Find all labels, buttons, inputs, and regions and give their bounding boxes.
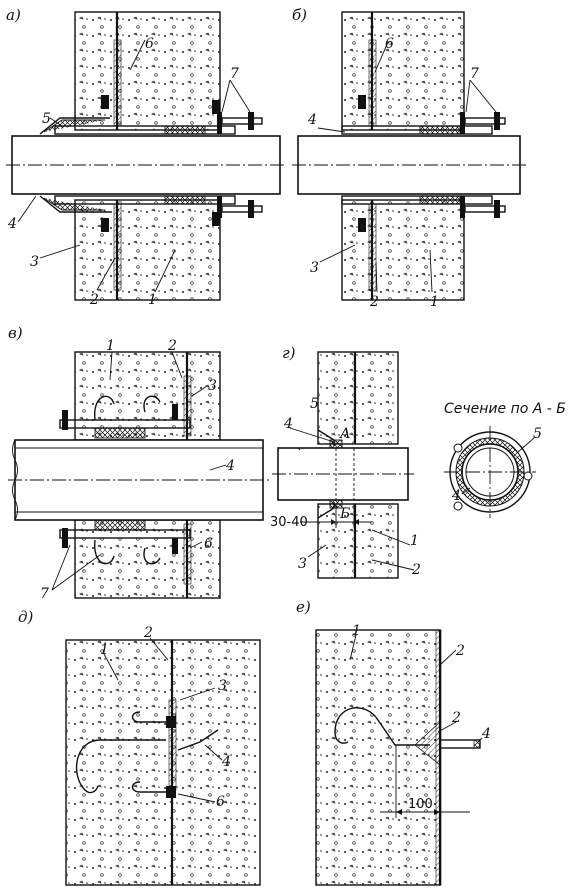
panel-b-label-6: 6 — [385, 36, 394, 52]
panel-a-label-5: 5 — [42, 111, 51, 127]
panel-e-label-2b: 2 — [451, 710, 461, 726]
panel-e-label-4: 4 — [481, 726, 491, 742]
section-label-4: 4 — [451, 488, 461, 504]
panel-e-label: е) — [296, 598, 311, 616]
panel-a: а) — [6, 6, 286, 308]
panel-a-label: а) — [6, 6, 21, 24]
panel-v-label-1: 1 — [106, 338, 115, 354]
panel-b-label-4: 4 — [307, 112, 317, 128]
section-view — [444, 426, 536, 518]
panel-v-label-3: 3 — [208, 378, 217, 394]
panel-g-wall — [317, 351, 399, 579]
panel-a-wall — [74, 11, 221, 301]
panel-b-label-3: 3 — [310, 260, 319, 276]
panel-v-label-2: 2 — [167, 338, 177, 354]
panel-d-label-1: 1 — [100, 642, 109, 658]
panel-v-label: в) — [8, 324, 23, 342]
panel-g: г) 30-40 А Б 4 5 3 1 2 — [270, 344, 566, 579]
panel-b-wall — [341, 11, 465, 301]
panel-v-label-4: 4 — [225, 458, 235, 474]
panel-v-label-6: 6 — [204, 536, 213, 552]
panel-d-label-3: 3 — [218, 678, 227, 694]
panel-d-label: д) — [18, 608, 34, 626]
panel-b-label-7: 7 — [470, 66, 479, 82]
panel-d-wall — [65, 639, 261, 886]
panel-g-label-2: 2 — [411, 562, 421, 578]
panel-g-label-3: 3 — [298, 556, 307, 572]
panel-d-label-6: 6 — [216, 794, 225, 810]
panel-a-label-2: 2 — [89, 292, 99, 308]
panel-d-label-4: 4 — [221, 754, 231, 770]
panel-g-gap-dim: 30-40 — [270, 515, 308, 530]
panel-e-label-2: 2 — [455, 643, 465, 659]
panel-e-wall — [315, 629, 442, 886]
panel-a-label-7: 7 — [230, 66, 239, 82]
panel-b-label: б) — [292, 6, 307, 24]
panel-g-label-4: 4 — [283, 416, 293, 432]
panel-a-seal-top — [164, 125, 206, 135]
panel-a-label-3: 3 — [30, 254, 39, 270]
panel-d-label-2: 2 — [143, 625, 153, 641]
panel-b: б) 6 7 4 3 — [292, 6, 526, 310]
section-title: Сечение по А - Б — [444, 401, 566, 417]
panel-g-marker-a: А — [339, 426, 351, 442]
panel-a-label-6: 6 — [145, 36, 154, 52]
panel-v-label-7: 7 — [40, 586, 49, 602]
panel-a-label-1: 1 — [148, 292, 157, 308]
panel-g-label: г) — [282, 344, 296, 362]
panel-d: д) 1 2 3 4 6 — [18, 608, 261, 886]
panel-a-seal-bottom — [164, 195, 206, 205]
panel-e: е) 1 2 2 4 100 — [296, 598, 491, 886]
panel-g-marker-b: Б — [339, 506, 350, 522]
section-label-5: 5 — [533, 426, 542, 442]
panel-g-label-5: 5 — [310, 396, 319, 412]
panel-b-label-1: 1 — [430, 294, 439, 310]
panel-g-label-1: 1 — [410, 533, 419, 549]
panel-a-label-4: 4 — [7, 216, 17, 232]
panel-e-label-1: 1 — [352, 623, 361, 639]
panel-e-offset-dim: 100 — [408, 797, 433, 812]
panel-v: в) — [8, 324, 270, 602]
panel-b-label-2: 2 — [369, 294, 379, 310]
